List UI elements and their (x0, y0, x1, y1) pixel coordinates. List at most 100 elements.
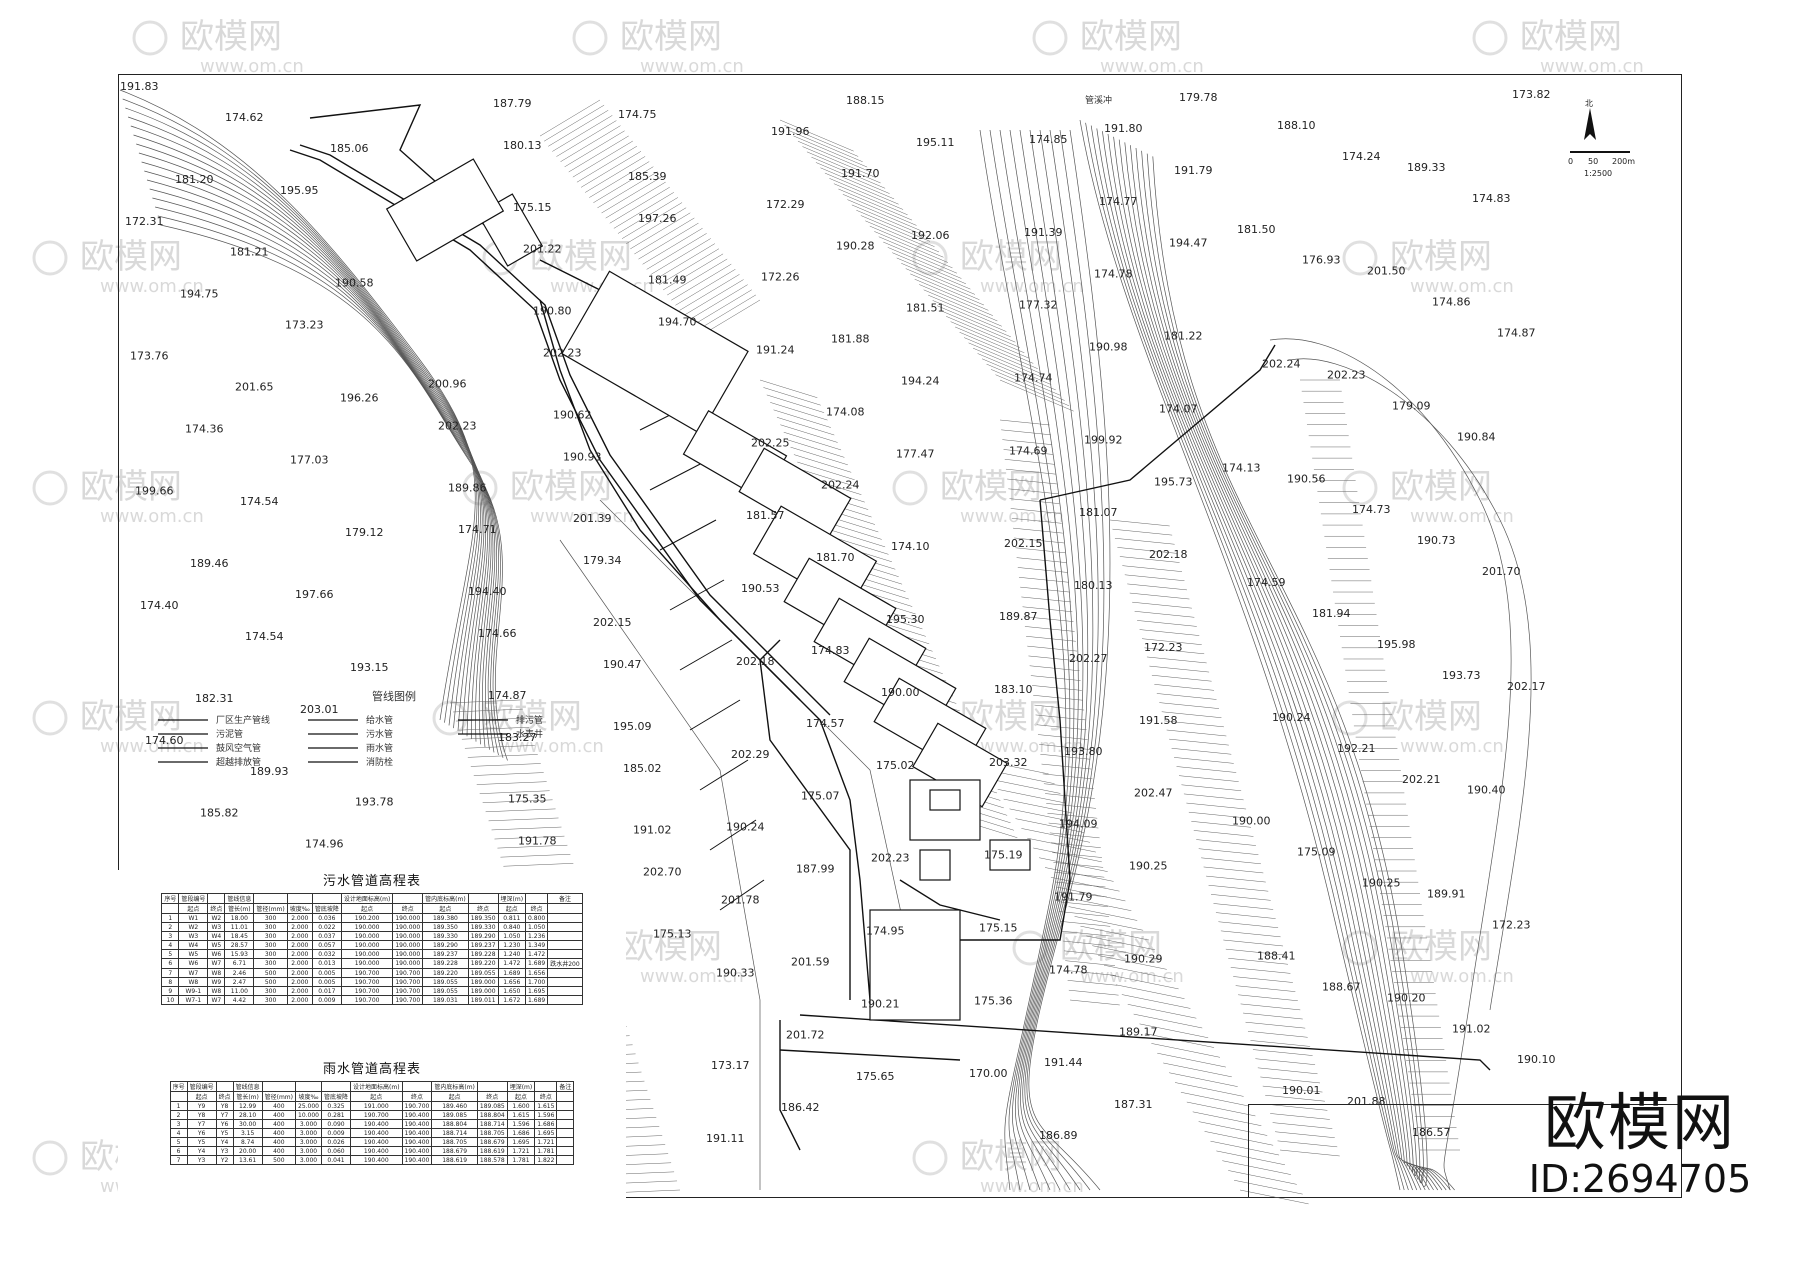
hatch-line (1137, 620, 1197, 627)
road-edge (1269, 338, 1512, 1191)
contour-line (144, 170, 492, 745)
table-header: 管线信息 (224, 893, 255, 904)
contour-line (138, 152, 488, 739)
hatch-line (1092, 945, 1161, 960)
watermark-url: www.om.cn (100, 736, 204, 757)
branch-pipe (719, 879, 765, 911)
elevation-label: 197.26 (638, 212, 677, 225)
hatch-line (1201, 857, 1261, 865)
hatch-line (1132, 601, 1192, 609)
hatch-line (1043, 783, 1094, 789)
table-cell: 190.000 (392, 940, 424, 950)
table-subheader (161, 903, 180, 914)
hatch-line (827, 528, 886, 548)
table-cell: 1.615 (506, 1110, 536, 1120)
hatch-line (1176, 766, 1237, 773)
hatch-line (613, 192, 674, 229)
watermark-logo-icon (132, 20, 168, 56)
hatch-line (999, 419, 1050, 426)
table-cell: 1.236 (525, 931, 549, 941)
scale-tick-0: 0 (1568, 157, 1573, 166)
elevation-label: 190.93 (563, 450, 602, 463)
elevation-label: 188.41 (1257, 949, 1296, 962)
hatch-line (1022, 606, 1073, 613)
hatch-line (1059, 911, 1110, 917)
hatch-line (1050, 842, 1101, 848)
table-subheader: 坡度‰ (286, 903, 313, 914)
table-cell: 190.000 (340, 949, 394, 959)
elevation-label: 174.83 (811, 644, 850, 657)
sewer-table-title: 污水管道高程表 (322, 874, 421, 889)
hatch-line (919, 284, 993, 316)
elevation-label: 190.21 (861, 997, 900, 1010)
table-header (392, 893, 424, 904)
table-cell: 5 (161, 949, 180, 959)
hatch-line (1270, 1113, 1330, 1120)
table-cell: Y6 (186, 1128, 217, 1138)
north-arrow-icon (1584, 108, 1596, 140)
hatch-line (793, 135, 868, 168)
hatch-line (1252, 1049, 1313, 1056)
table-subheader: 终点 (476, 1091, 508, 1102)
table-cell: 300 (253, 931, 288, 941)
hatch-line (1215, 912, 1276, 919)
elevation-label: 191.70 (841, 167, 880, 180)
hatch-line (485, 808, 556, 813)
hatch-line (1011, 518, 1062, 524)
elevation-label: 186.42 (781, 1101, 820, 1114)
hatch-line (1171, 748, 1232, 755)
hatch-line (838, 188, 913, 221)
elevation-label: 189.17 (1119, 1025, 1158, 1038)
table-cell: 190.700 (350, 1110, 403, 1120)
table-header (295, 1081, 322, 1092)
table-cell: 188.714 (476, 1119, 508, 1129)
table-cell: 190.400 (401, 1119, 433, 1129)
hatch-line (1013, 527, 1063, 534)
elevation-label: 174.95 (866, 924, 905, 937)
table-cell: Y8 (215, 1101, 234, 1111)
table-cell: 0.060 (320, 1146, 352, 1156)
hatch-line (1181, 784, 1242, 792)
table-cell: W3 (207, 922, 226, 932)
table-cell: 190.400 (401, 1137, 433, 1147)
elevation-label: 174.78 (1049, 963, 1088, 976)
hatch-line (1151, 1043, 1221, 1058)
table-cell: W4 (207, 931, 226, 941)
table-cell: 2.000 (286, 913, 313, 923)
elevation-label: 175.36 (974, 994, 1013, 1007)
contour-line (149, 188, 496, 750)
table-cell: 300 (253, 986, 288, 996)
elevation-label: 175.15 (979, 921, 1018, 934)
table-cell: 1.656 (497, 977, 527, 987)
branch-pipe (679, 639, 733, 671)
hatch-line (1119, 556, 1180, 563)
elevation-label: 175.19 (984, 849, 1023, 862)
elevation-label: 189.87 (999, 610, 1038, 623)
elevation-label: 180.13 (503, 139, 542, 152)
table-subheader: 终点 (467, 903, 499, 914)
table-cell: 25.000 (295, 1101, 322, 1111)
table-cell: 189.000 (467, 986, 499, 996)
hatch-line (1098, 955, 1167, 970)
table-cell: 0.041 (320, 1155, 352, 1165)
watermark-url: www.om.cn (980, 1176, 1084, 1197)
table-cell: 188.804 (476, 1110, 508, 1120)
hatch-line (605, 181, 666, 219)
hatch-line (1206, 875, 1266, 883)
elevation-label: 190.25 (1129, 860, 1168, 873)
elevation-label: 174.60 (145, 734, 184, 747)
table-cell: 300 (253, 940, 288, 950)
hatch-line (865, 220, 940, 253)
hatch-line (1161, 711, 1222, 718)
table-cell: 190.200 (340, 913, 394, 923)
hatch-line (779, 119, 854, 152)
table-cell: 0.017 (311, 986, 342, 996)
pipeline (799, 1014, 1491, 1071)
drawing-frame (118, 74, 1682, 1198)
hatch-line (1056, 891, 1107, 898)
table-header: 管内底标高(m) (431, 1081, 478, 1092)
table-header (207, 893, 226, 904)
